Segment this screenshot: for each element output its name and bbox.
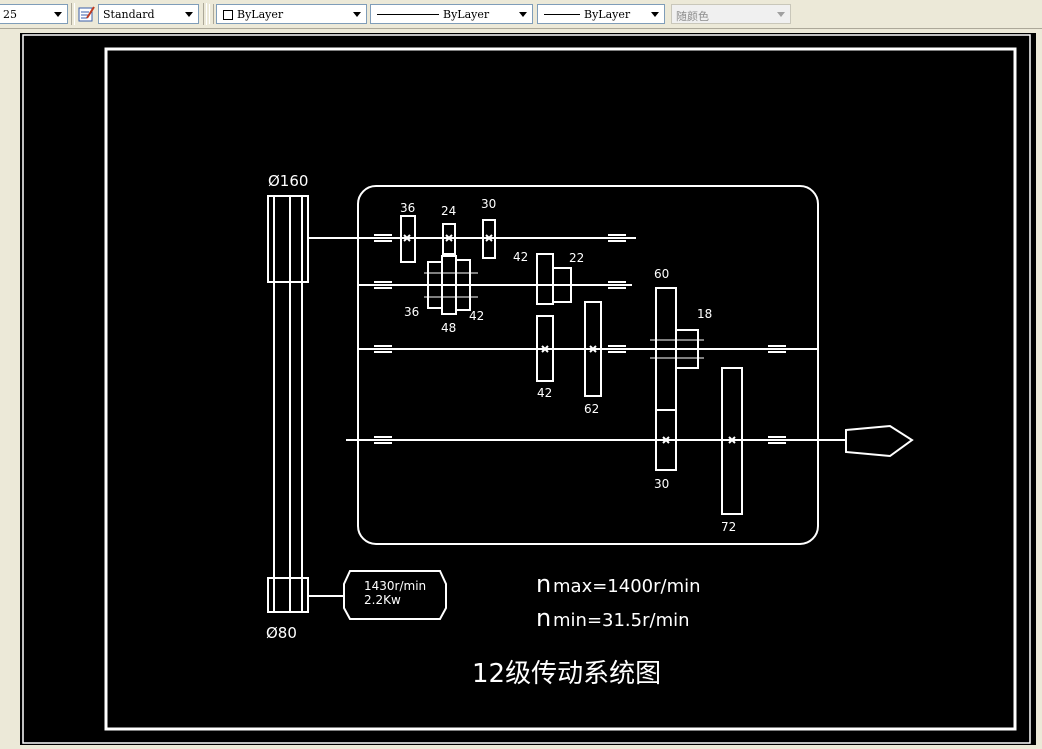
plot-style-dropdown: 随颜色 (671, 4, 791, 24)
chevron-down-icon[interactable] (51, 7, 65, 21)
toolbar-separator (71, 3, 75, 25)
chevron-down-icon[interactable] (516, 7, 530, 21)
gear-label: 24 (441, 204, 456, 218)
linetype-dropdown[interactable]: ByLayer (370, 4, 533, 24)
linetype-swatch (377, 14, 439, 15)
motor-speed: 1430r/min (364, 579, 426, 593)
plot-style-value: 随颜色 (676, 10, 709, 23)
text-style-icon[interactable] (78, 5, 96, 23)
n-min-symbol: n (536, 604, 551, 632)
gear-label: 42 (513, 250, 528, 264)
motor (343, 570, 447, 620)
drawing-title: 12级传动系统图 (472, 659, 661, 689)
scale-dropdown[interactable]: 25 (0, 4, 68, 24)
model-space-canvas[interactable]: Ø160 Ø80 1430r/min 2.2Kw n max=1400r/min… (20, 33, 1036, 745)
color-swatch-icon (223, 10, 233, 20)
lineweight-value: ByLayer (584, 8, 631, 21)
gear-label: 62 (584, 402, 599, 416)
drawing-area[interactable]: Ø160 Ø80 1430r/min 2.2Kw n max=1400r/min… (0, 29, 1042, 749)
gear-label: 22 (569, 251, 584, 265)
properties-toolbar: 25 Standard ByLayer ByLayer ByLayer 随颜色 (0, 0, 1042, 29)
small-pulley-diameter: Ø80 (266, 624, 297, 642)
gear-label: 18 (697, 307, 712, 321)
linetype-value: ByLayer (443, 8, 490, 21)
spindle-nose (845, 424, 914, 458)
text-style-dropdown[interactable]: Standard (98, 4, 199, 24)
n-min-label: min=31.5r/min (553, 610, 690, 631)
lineweight-swatch (544, 14, 580, 15)
gear-label: 48 (441, 321, 456, 335)
text-style-value: Standard (103, 8, 155, 21)
toolbar-grip[interactable] (209, 4, 214, 24)
transmission-drawing: Ø160 Ø80 1430r/min 2.2Kw n max=1400r/min… (22, 34, 1031, 744)
gear-label: 30 (654, 477, 669, 491)
n-max-label: max=1400r/min (553, 576, 701, 597)
gear-label: 30 (481, 197, 496, 211)
lineweight-dropdown[interactable]: ByLayer (537, 4, 665, 24)
inner-frame (104, 47, 1017, 731)
gearbox-housing (357, 185, 819, 545)
motor-power: 2.2Kw (364, 593, 401, 607)
chevron-down-icon (774, 7, 788, 21)
n-max-symbol: n (536, 570, 551, 598)
scale-value: 25 (3, 8, 17, 21)
outer-frame (22, 34, 1031, 744)
large-pulley-diameter: Ø160 (268, 172, 308, 190)
gear-label: 42 (469, 309, 484, 323)
chevron-down-icon[interactable] (350, 7, 364, 21)
toolbar-separator (203, 3, 207, 25)
layer-color-value: ByLayer (237, 8, 284, 21)
gear-label: 72 (721, 520, 736, 534)
gear-label: 42 (537, 386, 552, 400)
layer-color-dropdown[interactable]: ByLayer (216, 4, 367, 24)
chevron-down-icon[interactable] (648, 7, 662, 21)
gear-label: 36 (404, 305, 419, 319)
chevron-down-icon[interactable] (182, 7, 196, 21)
gear-label: 36 (400, 201, 415, 215)
gear-label: 60 (654, 267, 669, 281)
